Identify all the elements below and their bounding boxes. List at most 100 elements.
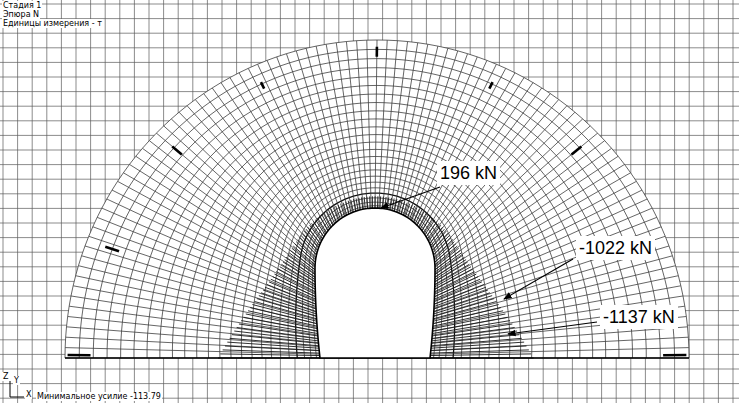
bolt-line <box>427 223 438 239</box>
bolt-line <box>304 231 318 248</box>
grid-line <box>17 0 18 403</box>
bolt-line <box>434 282 482 302</box>
mesh-ring <box>296 193 455 358</box>
mesh-radial <box>434 236 665 312</box>
bolt-line <box>220 354 319 356</box>
mesh-radial <box>435 133 598 266</box>
bolt-line <box>379 196 381 208</box>
mesh-radial <box>69 306 318 339</box>
mesh-radial <box>142 148 315 273</box>
grid-line <box>0 33 739 34</box>
bolt-line <box>434 285 484 305</box>
bolt-line <box>435 267 471 287</box>
mesh-radial <box>164 126 316 262</box>
epure-mark <box>68 354 91 357</box>
bolt-line <box>432 233 448 250</box>
mesh-radial <box>123 173 315 285</box>
epure-mark <box>572 146 582 154</box>
bolt-line <box>333 207 338 220</box>
epure-mark <box>105 247 119 251</box>
bolt-line <box>244 317 318 331</box>
mesh-radial <box>85 246 316 316</box>
grid-line <box>718 0 719 403</box>
result-note: Минимальное усилие -113.79 <box>36 392 162 401</box>
bolt-line <box>359 198 361 210</box>
grid-line <box>3 0 4 403</box>
mesh-radial <box>118 181 316 289</box>
bolt-line <box>377 196 378 208</box>
epure-mark <box>172 146 182 154</box>
mesh-ring <box>65 40 689 358</box>
mesh-radial <box>434 119 583 258</box>
bolt-line <box>364 197 365 209</box>
axis-line <box>10 397 24 398</box>
bolt-line <box>372 196 373 208</box>
mesh-radial <box>187 106 317 251</box>
mesh-ring <box>313 206 438 358</box>
mesh-radial <box>422 73 515 231</box>
bolt-line <box>285 260 316 280</box>
bolt-line <box>278 269 315 289</box>
mesh-radial <box>102 208 316 300</box>
bolt-line <box>353 199 355 211</box>
leader-line <box>381 187 440 208</box>
mesh-ring <box>302 198 447 358</box>
mesh-radial <box>112 190 315 293</box>
grid-line <box>733 0 734 403</box>
epure-mark <box>261 82 264 88</box>
bolt-line <box>336 206 341 219</box>
bolt-line <box>435 264 469 284</box>
leader-line <box>508 322 597 334</box>
mesh-region <box>65 40 689 358</box>
force-value: -1022 kN <box>576 236 655 260</box>
mesh-radial <box>408 54 468 218</box>
bolt-line <box>223 350 320 353</box>
mesh-ring <box>185 119 568 358</box>
mesh-radial <box>394 44 428 211</box>
mesh-radial <box>417 64 497 225</box>
axis-name: Z <box>2 372 9 381</box>
bolt-line <box>356 198 358 210</box>
plot-title: Эпюра N <box>2 10 40 19</box>
mesh-radial <box>367 40 371 208</box>
bolt-line <box>435 262 468 282</box>
bolt-line <box>431 346 527 351</box>
bolt-line <box>432 321 510 334</box>
bolt-line <box>280 267 315 287</box>
mesh-radial <box>431 100 558 248</box>
bolt-line <box>435 260 466 280</box>
mesh-radial <box>179 112 316 254</box>
bolt-line <box>410 206 415 219</box>
mesh-radial <box>171 119 316 258</box>
bolt-line <box>361 197 362 209</box>
bolt-line <box>310 225 322 241</box>
bolt-line <box>429 225 441 241</box>
force-value: -1137 kN <box>600 305 678 329</box>
bolt-line <box>303 233 318 250</box>
bolt-line <box>273 277 316 297</box>
bolt-line <box>329 210 335 224</box>
mesh-radial <box>433 286 681 331</box>
mesh-radial <box>375 40 377 208</box>
mesh-radial <box>78 266 316 324</box>
mesh-radial <box>82 256 317 320</box>
mesh-radial <box>401 48 448 214</box>
bolt-line <box>348 201 351 213</box>
epure-mark <box>489 82 492 88</box>
mesh-radial <box>258 64 334 225</box>
leader-lines <box>381 187 597 334</box>
bolt-line <box>432 231 447 248</box>
bolt-line <box>431 342 524 348</box>
bolt-line <box>435 272 475 292</box>
mesh-radial <box>379 40 387 208</box>
grid-line <box>0 18 739 19</box>
mesh-ring <box>208 135 543 358</box>
grid-line <box>0 369 739 370</box>
epure-mark <box>663 354 686 357</box>
axis-line <box>10 381 11 397</box>
mesh-radial <box>432 106 566 251</box>
mesh-radial <box>230 78 326 234</box>
leader-line <box>504 259 573 299</box>
